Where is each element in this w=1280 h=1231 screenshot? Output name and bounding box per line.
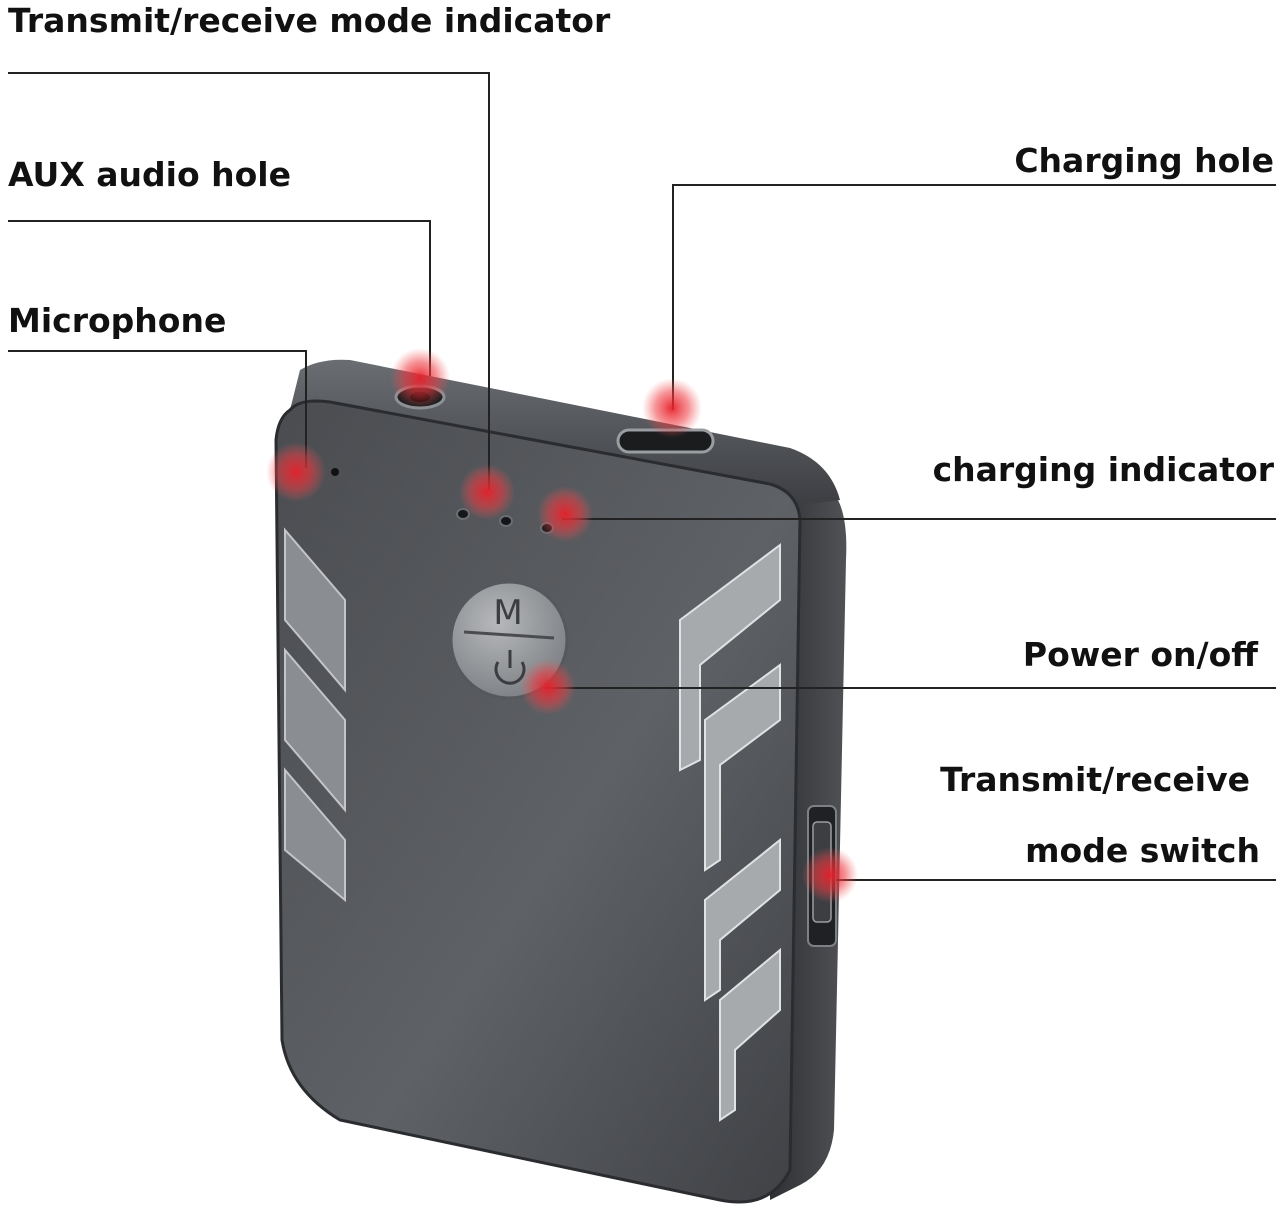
label-mode-switch-2: mode switch xyxy=(1025,831,1260,870)
marker-microphone xyxy=(266,442,326,502)
label-charging-hole: Charging hole xyxy=(1014,141,1274,180)
marker-mode-indicator xyxy=(459,464,515,520)
leader-aux-hole xyxy=(8,220,431,376)
left-stripes xyxy=(284,527,346,903)
leader-mode-indicator xyxy=(8,72,490,490)
leader-charging-hole xyxy=(672,184,1276,410)
device-body xyxy=(274,359,847,1204)
marker-aux xyxy=(390,348,450,408)
marker-mode-switch xyxy=(802,847,858,903)
label-mode-switch-1: Transmit/receive xyxy=(940,760,1250,799)
highlight-markers xyxy=(266,348,858,903)
label-mode-indicator: Transmit/receive mode indicator xyxy=(8,1,611,40)
marker-charging-indicator xyxy=(537,486,593,542)
microphone-hole xyxy=(331,468,339,476)
power-icon xyxy=(494,650,526,685)
leader-lines xyxy=(8,72,1276,881)
leader-microphone xyxy=(8,350,307,468)
mode-glyph: M xyxy=(493,593,522,633)
right-stripes xyxy=(679,543,781,1122)
label-microphone: Microphone xyxy=(8,301,227,340)
label-aux-hole: AUX audio hole xyxy=(8,155,291,194)
marker-charging-hole xyxy=(642,378,702,438)
label-charging-indicator: charging indicator xyxy=(932,450,1274,489)
marker-power xyxy=(520,659,576,715)
label-power: Power on/off xyxy=(1022,635,1258,674)
